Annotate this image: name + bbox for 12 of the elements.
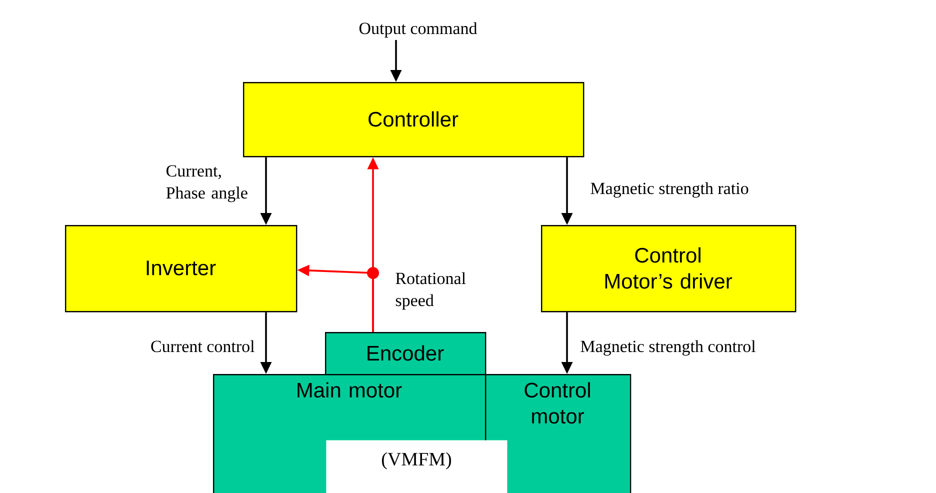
edge-label: Current, Phase angle (166, 165, 248, 202)
label-box: (VMFM) (326, 440, 508, 493)
edge-label: Output command (359, 22, 478, 38)
driver-box: Control Motor’s driver (541, 225, 796, 312)
edge-label: Rotational speed (396, 272, 466, 310)
encoder-box: Encoder (325, 332, 486, 376)
edge-label: Current control (151, 340, 254, 352)
edge-label: Magnetic strength ratio (590, 182, 748, 198)
motor-box: Control motor (485, 374, 632, 493)
controller-box: Controller (243, 82, 584, 158)
edge-label: Magnetic strength control (580, 340, 756, 356)
inverter-box: Inverter (65, 225, 298, 312)
